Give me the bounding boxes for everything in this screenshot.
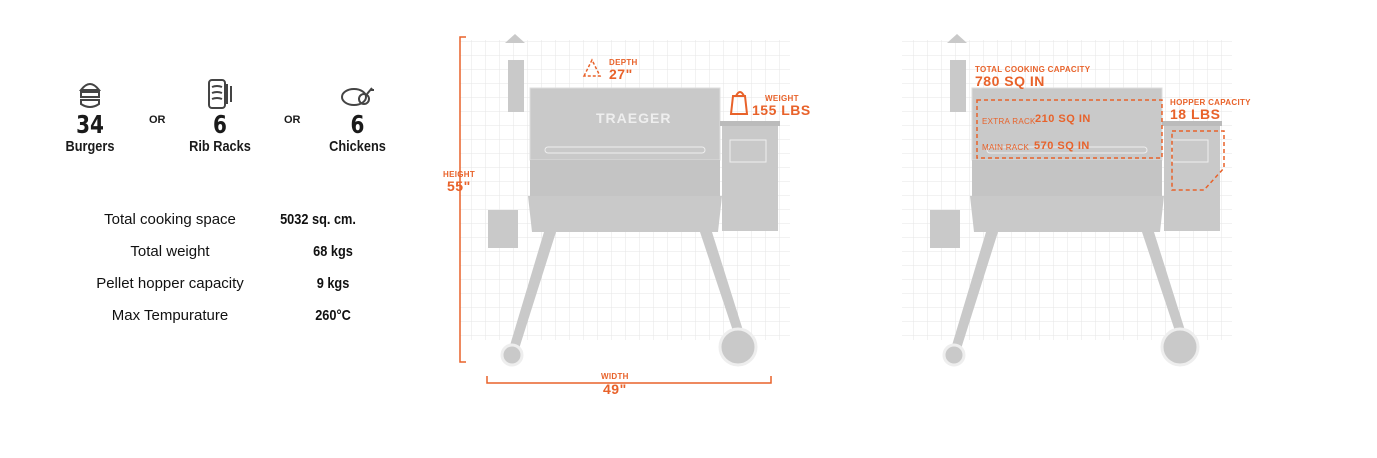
brand-logo: TRAEGER <box>596 110 672 126</box>
width-label: WIDTH <box>601 372 629 381</box>
spec-label: Pellet hopper capacity <box>96 275 244 292</box>
main-rack-label: MAIN RACK <box>982 143 1030 152</box>
total-capacity-label: TOTAL COOKING CAPACITY <box>975 65 1091 74</box>
spec-label: Max Tempurature <box>111 307 229 324</box>
chicken-icon <box>340 87 374 106</box>
or-label: OR <box>149 114 166 126</box>
spec-value: 9 kgs <box>316 275 350 292</box>
grill-capacity-diagram <box>900 32 1234 367</box>
grill-dimensions-diagram <box>458 32 792 367</box>
rib-racks-label: Rib Racks <box>189 138 251 155</box>
capacity-burgers: 34 Burgers <box>60 80 120 156</box>
or-label: OR <box>284 114 301 126</box>
depth-icon <box>582 58 602 77</box>
hopper-outline <box>1171 130 1225 191</box>
cooking-area-outline <box>976 99 1163 159</box>
width-line <box>486 376 772 384</box>
burgers-label: Burgers <box>65 138 115 155</box>
weight-value: 155 LBS <box>752 102 811 118</box>
spec-value: 68 kgs <box>313 243 353 260</box>
burgers-count: 34 <box>76 110 104 139</box>
height-label: HEIGHT <box>443 170 476 179</box>
spec-label: Total weight <box>130 243 210 260</box>
hopper-capacity-value: 18 LBS <box>1170 106 1221 122</box>
spec-value: 260°C <box>315 307 351 324</box>
rib-racks-count: 6 <box>213 110 227 139</box>
depth-label: DEPTH <box>609 58 638 67</box>
spec-label: Total cooking space <box>104 211 236 228</box>
weight-label: WEIGHT <box>765 94 799 103</box>
depth-value: 27" <box>609 66 633 82</box>
height-line <box>459 36 466 363</box>
chickens-label: Chickens <box>329 138 386 155</box>
capacity-chickens: 6 Chickens <box>320 82 395 156</box>
height-value: 55" <box>447 178 471 194</box>
weight-bag-icon <box>729 91 749 115</box>
main-rack-value: 570 SQ IN <box>1034 140 1090 152</box>
capacity-rib-racks: 6 Rib Racks <box>180 78 260 156</box>
burger-icon <box>79 83 101 108</box>
chickens-count: 6 <box>350 110 365 139</box>
rib-rack-icon <box>208 79 232 109</box>
width-value: 49" <box>603 381 627 397</box>
total-capacity-value: 780 SQ IN <box>975 73 1045 89</box>
extra-rack-value: 210 SQ IN <box>1035 113 1091 125</box>
hopper-capacity-label: HOPPER CAPACITY <box>1170 98 1251 107</box>
spec-value: 5032 sq. cm. <box>280 211 356 228</box>
extra-rack-label: EXTRA RACK <box>982 117 1036 126</box>
